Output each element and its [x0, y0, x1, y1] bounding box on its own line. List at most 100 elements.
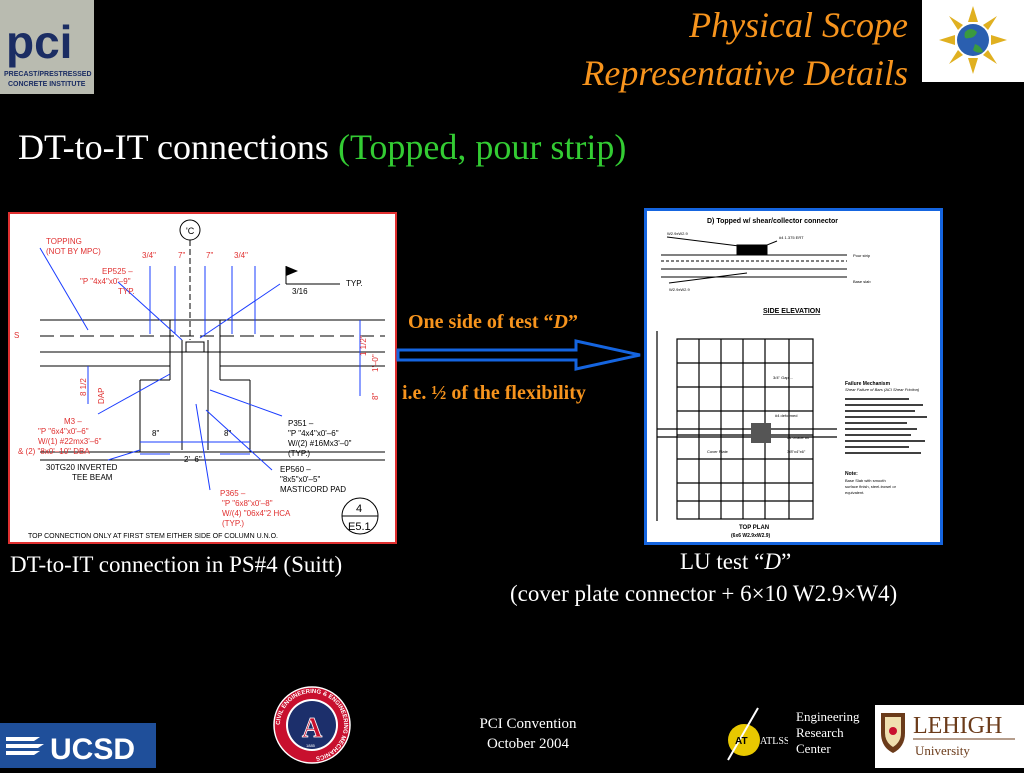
- one-side-of-test-label: One side of test “D”: [408, 311, 578, 334]
- detail-number: 4: [356, 503, 362, 515]
- label-ep560-2: "8x5"x0'–5": [280, 475, 320, 484]
- svg-text:#4 deformed: #4 deformed: [775, 413, 797, 418]
- right-drawing-title: D) Topped w/ shear/collector connector: [707, 218, 838, 225]
- title-line-1: Physical Scope: [689, 5, 908, 45]
- cover-plate-caption: (cover plate connector + 6×10 W2.9×W4): [510, 581, 898, 606]
- svg-text:Base slab: Base slab: [853, 279, 871, 284]
- ucsd-logo-text: UCSD: [50, 733, 135, 766]
- label-p351-3: W/(2) #16Mx3'–0": [288, 439, 352, 448]
- dim-1-1-2: 1 1/2": [359, 335, 368, 356]
- lehigh-text: LEHIGH: [913, 713, 1002, 739]
- pci-logo-text: pci: [6, 16, 72, 68]
- failure-mechanism-sub: Shear Failure of Bars (ACI Shear Frictio…: [845, 387, 920, 392]
- label-ep560: EP560 –: [280, 465, 311, 474]
- failure-mechanism-title: Failure Mechanism: [845, 381, 891, 387]
- svg-text:Cover Plate: Cover Plate: [707, 449, 729, 454]
- svg-text:3/8"x4"x6": 3/8"x4"x6": [787, 449, 806, 454]
- slide-heading: DT-to-IT connections (Topped, pour strip…: [18, 126, 626, 168]
- label-m3: M3 –: [64, 417, 82, 426]
- label-p351-2: "P "4x4"x0'–6": [288, 429, 339, 438]
- label-p365-2: "P "6x8"x0'–8": [222, 499, 273, 508]
- title-line-2: Representative Details: [582, 53, 908, 93]
- university-of-arizona-seal: CIVIL ENGINEERING & ENGINEERING MECHANIC…: [272, 685, 352, 765]
- pci-logo: pci PRECAST/PRESTRESSED CONCRETE INSTITU…: [0, 0, 94, 94]
- dim-3-4-b: 3/4": [234, 251, 248, 260]
- top-plan-sub: (6x6 W2.9xW2.9): [731, 533, 771, 539]
- label-tee-beam-2: TEE BEAM: [72, 473, 113, 482]
- note-line-3: equivalent.: [845, 490, 864, 495]
- note-line-2: surface finish, steel-trowel or: [845, 484, 897, 489]
- erc-line-2: Research: [796, 725, 844, 740]
- label-ep525-typ: TYP.: [118, 287, 135, 296]
- label-p365-3: W/(4) "06x4"2 HCA: [222, 509, 291, 518]
- label-m3-line2: "P "6x4"x0'–6": [38, 427, 89, 436]
- atlss-text: ATLSS: [760, 736, 788, 747]
- column-centerline-label: 'C: [186, 226, 195, 236]
- label-p351-4: (TYP.): [288, 449, 310, 458]
- label-m3-line3: W/(1) #22mx3'–6": [38, 437, 102, 446]
- half-flexibility-label: i.e. ½ of the flexibility: [402, 382, 586, 404]
- lu-test-caption: LU test “D”: [680, 549, 791, 575]
- label-m3-line4: & (2) "8x0'–10" DBA: [18, 447, 90, 456]
- mid-prefix: One side of test “: [408, 311, 554, 333]
- ua-year: 1885: [306, 743, 316, 748]
- note-title: Note:: [845, 471, 858, 477]
- label-typ: TYP.: [346, 279, 363, 288]
- lu-prefix: LU test “: [680, 549, 765, 574]
- side-elevation-label: SIDE ELEVATION: [763, 308, 820, 315]
- label-dap: DAP: [97, 388, 106, 404]
- dim-1-0: 1'–0": [371, 354, 380, 372]
- svg-text:W2.9xW2.9: W2.9xW2.9: [669, 287, 690, 292]
- label-ep560-3: MASTICORD PAD: [280, 485, 346, 494]
- lu-italic: D: [764, 549, 781, 574]
- svg-text:3/4" Gap ...: 3/4" Gap ...: [773, 375, 793, 380]
- left-drawing-caption: DT-to-IT connection in PS#4 (Suitt): [10, 552, 343, 577]
- top-plan-label: TOP PLAN: [739, 525, 769, 531]
- label-p351: P351 –: [288, 419, 314, 428]
- erc-label: Engineering Research Center: [796, 709, 860, 757]
- drawing-footnote: TOP CONNECTION ONLY AT FIRST STEM EITHER…: [28, 533, 278, 540]
- right-arrow-icon: [396, 339, 641, 371]
- lehigh-university-logo: LEHIGH University: [875, 705, 1024, 768]
- nsf-globe-logo: [922, 0, 1024, 82]
- label-topping: TOPPING: [46, 237, 82, 246]
- atlss-logo: AT ATLSS: [727, 707, 788, 761]
- pci-subtitle-1: PRECAST/PRESTRESSED: [4, 71, 92, 78]
- dim-8-b: 8": [224, 429, 231, 438]
- label-topping-note: (NOT BY MPC): [46, 247, 101, 256]
- label-p365: P365 –: [220, 489, 246, 498]
- erc-line-3: Center: [796, 741, 831, 756]
- svg-text:#4 1.375 ERT: #4 1.375 ERT: [779, 235, 804, 240]
- dim-8-right: 8": [371, 393, 380, 400]
- lu-test-d-drawing: D) Topped w/ shear/collector connector W…: [644, 208, 943, 545]
- conference-date: October 2004: [486, 736, 570, 752]
- sheet-number: E5.1: [348, 521, 371, 533]
- label-p365-4: (TYP.): [222, 519, 244, 528]
- conference-name: PCI Convention: [479, 716, 577, 732]
- label-ep525: EP525 –: [102, 267, 133, 276]
- dim-2-6: 2'–6": [184, 455, 202, 464]
- ua-a-letter: A: [302, 713, 323, 744]
- svg-text:Pour strip: Pour strip: [853, 253, 871, 258]
- dt-to-it-connection-drawing: 'C TOPPING (NOT BY MPC) EP525 – "P "4x4"…: [8, 212, 397, 544]
- dim-7-b: 7": [206, 251, 213, 260]
- mid-suffix: ”: [568, 311, 578, 333]
- mid-italic: D: [553, 311, 568, 333]
- label-s-mark: S: [14, 331, 19, 340]
- ucsd-logo: UCSD: [0, 723, 156, 768]
- lehigh-sub: University: [915, 743, 970, 758]
- label-tee-beam-1: 30TG20 INVERTED: [46, 463, 118, 472]
- heading-highlight: (Topped, pour strip): [337, 127, 627, 167]
- dim-3-4-a: 3/4": [142, 251, 156, 260]
- dim-8-1-2: 8 1/2: [79, 378, 88, 396]
- label-ep525-size: "P "4x4"x0'–9": [80, 277, 131, 286]
- svg-text:#4 Grade 60: #4 Grade 60: [787, 435, 810, 440]
- svg-text:W2.9xW2.9: W2.9xW2.9: [667, 231, 688, 236]
- svg-text:AT: AT: [735, 736, 748, 747]
- heading-main: DT-to-IT connections: [18, 127, 338, 167]
- label-weld-size: 3/16: [292, 287, 308, 296]
- erc-line-1: Engineering: [796, 709, 860, 724]
- pci-subtitle-2: CONCRETE INSTITUTE: [8, 81, 86, 88]
- dim-7-a: 7": [178, 251, 185, 260]
- dim-8-a: 8": [152, 429, 159, 438]
